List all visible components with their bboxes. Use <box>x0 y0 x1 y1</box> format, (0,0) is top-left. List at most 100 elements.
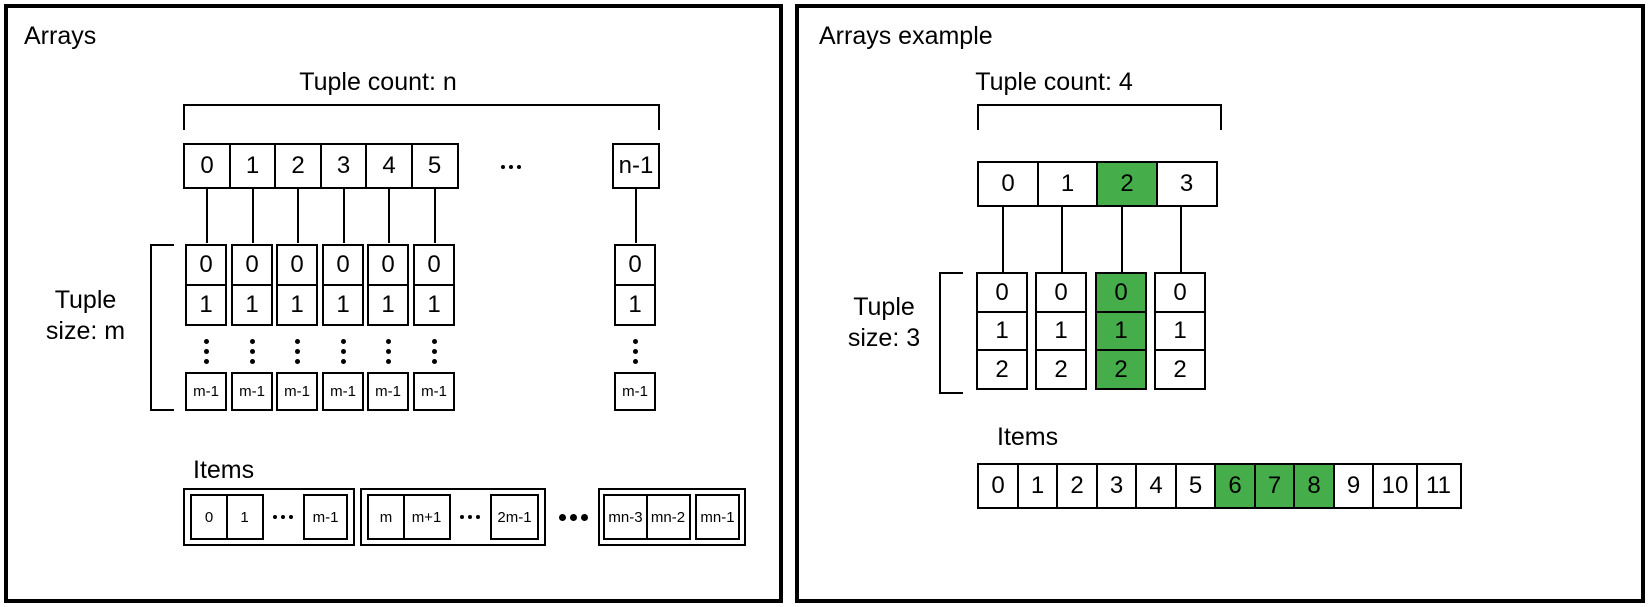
connector-line <box>434 189 436 243</box>
tuple-column: 0 1 <box>276 244 318 326</box>
item-cell: 1 <box>1016 463 1059 509</box>
index-cell: 1 <box>228 143 277 189</box>
items-group-cells: m m+1 <box>367 494 451 540</box>
item-cell: mn-3 <box>603 494 648 540</box>
tuple-column-tail: 0 1 <box>614 244 656 326</box>
tuple-slot: 0 <box>276 244 318 286</box>
item-cell: 2 <box>1056 463 1098 509</box>
tuple-slot: 1 <box>322 283 364 326</box>
tuple-slot: 1 <box>413 283 455 326</box>
right-tuple-size-label: Tuple size: 3 <box>819 292 949 353</box>
tuple-slot-highlighted: 0 <box>1095 272 1147 313</box>
index-cell-tail: n-1 <box>612 143 660 189</box>
tuple-column: 0 1 <box>231 244 273 326</box>
item-cell-highlighted: 6 <box>1214 463 1256 509</box>
tuple-column-highlighted: 0 1 2 <box>1095 272 1147 390</box>
tuple-slot: 1 <box>976 310 1028 352</box>
tuple-slot-highlighted: 1 <box>1095 310 1147 352</box>
item-cell: 9 <box>1332 463 1375 509</box>
tuple-slot-last: m-1 <box>185 372 227 411</box>
tuple-column-ellipsis-icon <box>628 334 642 368</box>
tuple-slot-last: m-1 <box>322 372 364 411</box>
left-tuple-count-label: Tuple count: n <box>299 68 457 96</box>
left-index-row-ellipsis-icon <box>494 163 528 171</box>
right-tuple-size-bracket <box>939 272 963 394</box>
right-panel-title: Arrays example <box>819 22 993 50</box>
tuple-slot: 0 <box>413 244 455 286</box>
tuple-slot: 1 <box>1154 310 1206 352</box>
right-tuple-count-label: Tuple count: 4 <box>975 68 1133 96</box>
tuple-column-ellipsis-icon <box>245 334 259 368</box>
index-cell: 0 <box>977 161 1039 207</box>
connector-line <box>297 189 299 243</box>
arrays-example-panel: Arrays example Tuple count: 4 0 1 2 3 Tu… <box>795 4 1645 603</box>
connector-line <box>206 189 208 243</box>
tuple-slot: 2 <box>1035 349 1087 390</box>
left-index-row: 0 1 2 3 4 5 <box>183 143 459 189</box>
item-cell: m+1 <box>402 494 451 540</box>
tuple-column-ellipsis-icon <box>427 334 441 368</box>
item-cell-tail: mn-1 <box>695 494 740 540</box>
tuple-slot-last: m-1 <box>614 372 656 411</box>
connector-line <box>388 189 390 243</box>
tuple-column: 0 1 <box>413 244 455 326</box>
tuple-slot: 0 <box>185 244 227 286</box>
left-panel-title: Arrays <box>24 22 97 50</box>
left-items-label: Items <box>193 456 255 484</box>
tuple-slot: 0 <box>976 272 1028 313</box>
connector-line <box>1121 207 1123 272</box>
item-cell: 5 <box>1174 463 1217 509</box>
items-group-cells: 0 1 <box>190 494 264 540</box>
right-tuple-size-label-line2: size: 3 <box>847 323 921 352</box>
tuple-slot: 1 <box>1035 310 1087 352</box>
right-index-row: 0 1 2 3 <box>977 161 1218 207</box>
item-cell-tail: 2m-1 <box>490 494 539 540</box>
tuple-slot: 0 <box>1154 272 1206 313</box>
left-tuple-size-label-line1: Tuple <box>54 286 117 314</box>
tuple-slot-last: m-1 <box>413 372 455 411</box>
tuple-column-ellipsis-icon <box>336 334 350 368</box>
item-cell: m <box>367 494 405 540</box>
arrays-panel: Arrays Tuple count: n 0 1 2 3 4 5 n-1 <box>4 4 783 603</box>
item-cell: 0 <box>977 463 1019 509</box>
connector-line <box>343 189 345 243</box>
right-items-row: 0 1 2 3 4 5 6 7 8 9 10 11 <box>977 463 1462 509</box>
connector-line <box>1002 207 1004 272</box>
tuple-slot-last: m-1 <box>367 372 409 411</box>
index-cell: 3 <box>1155 161 1218 207</box>
item-cell-highlighted: 8 <box>1293 463 1335 509</box>
tuple-column: 0 1 <box>185 244 227 326</box>
tuple-column-ellipsis-icon <box>290 334 304 368</box>
tuple-column: 0 1 <box>322 244 364 326</box>
index-cell: 4 <box>365 143 413 189</box>
connector-line <box>635 189 637 243</box>
items-groups-ellipsis-icon <box>552 512 594 522</box>
tuple-column-ellipsis-icon <box>199 334 213 368</box>
item-cell-tail: m-1 <box>303 494 348 540</box>
tuple-column: 0 1 <box>367 244 409 326</box>
index-cell: 0 <box>183 143 231 189</box>
tuple-slot: 0 <box>1035 272 1087 313</box>
tuple-slot: 1 <box>367 283 409 326</box>
items-group-cells: mn-3 mn-2 <box>603 494 691 540</box>
tuple-slot: 0 <box>322 244 364 286</box>
tuple-column: 0 1 2 <box>976 272 1028 390</box>
left-tuple-size-label: Tuple size: m <box>28 285 143 346</box>
right-tuple-size-label-line1: Tuple <box>853 293 915 321</box>
right-items-label: Items <box>997 423 1059 451</box>
connector-line <box>252 189 254 243</box>
item-cell: mn-2 <box>645 494 691 540</box>
tuple-slot: 1 <box>185 283 227 326</box>
left-tuple-count-bracket <box>183 104 660 130</box>
right-tuple-count-bracket <box>977 104 1222 130</box>
tuple-slot-last: m-1 <box>231 372 273 411</box>
item-cell: 0 <box>190 494 228 540</box>
tuple-column: 0 1 2 <box>1035 272 1087 390</box>
tuple-slot: 0 <box>367 244 409 286</box>
index-cell-highlighted: 2 <box>1096 161 1158 207</box>
tuple-column: 0 1 2 <box>1154 272 1206 390</box>
item-cell: 1 <box>225 494 264 540</box>
index-cell: 3 <box>319 143 368 189</box>
item-cell: 11 <box>1415 463 1462 509</box>
index-cell: 2 <box>274 143 322 189</box>
